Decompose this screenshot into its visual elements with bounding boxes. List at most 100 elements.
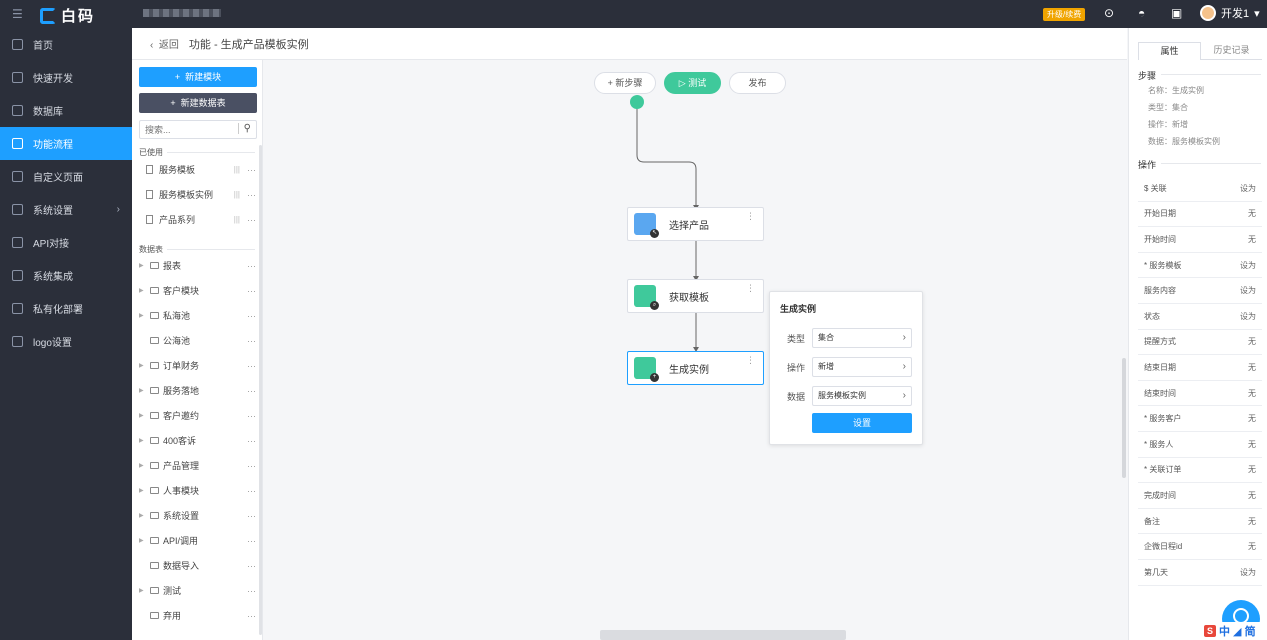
table-folder-item[interactable]: ▶客户邀约··· xyxy=(139,403,256,428)
more-icon[interactable]: ··· xyxy=(247,164,256,175)
property-row[interactable]: * 服务模板设为 xyxy=(1138,253,1262,279)
property-row[interactable]: 第几天设为 xyxy=(1138,560,1262,586)
table-folder-item[interactable]: ▶报表··· xyxy=(139,253,256,278)
table-folder-item[interactable]: ▶测试··· xyxy=(139,578,256,603)
settings-button[interactable]: 设置 xyxy=(812,413,912,433)
more-icon[interactable]: ··· xyxy=(247,260,256,271)
table-folder-item[interactable]: ▶产品管理··· xyxy=(139,453,256,478)
more-icon[interactable]: ··· xyxy=(247,485,256,496)
more-icon[interactable]: ··· xyxy=(247,360,256,371)
more-icon[interactable]: ··· xyxy=(247,460,256,471)
property-value[interactable]: 无 xyxy=(1248,465,1256,475)
table-folder-item[interactable]: ▶人事模块··· xyxy=(139,478,256,503)
flow-node-generate-instance[interactable]: + 生成实例 ⋮ xyxy=(627,351,764,385)
more-icon[interactable]: ··· xyxy=(247,310,256,321)
data-select[interactable]: 服务模板实例› xyxy=(812,386,912,406)
property-value[interactable]: 无 xyxy=(1248,362,1256,372)
document-icon[interactable]: ▣ xyxy=(1171,6,1183,20)
property-value[interactable]: 无 xyxy=(1248,388,1256,398)
horizontal-scrollbar[interactable] xyxy=(600,630,846,640)
property-row[interactable]: * 服务客户无 xyxy=(1138,406,1262,432)
more-icon[interactable]: ··· xyxy=(247,410,256,421)
property-value[interactable]: 无 xyxy=(1248,209,1256,219)
table-folder-item[interactable]: ▶客户模块··· xyxy=(139,278,256,303)
tab-properties[interactable]: 属性 xyxy=(1138,42,1201,60)
property-value[interactable]: 无 xyxy=(1248,439,1256,449)
property-value[interactable]: 无 xyxy=(1248,516,1256,526)
property-value[interactable]: 设为 xyxy=(1240,567,1256,577)
table-folder-item[interactable]: 数据导入··· xyxy=(139,553,256,578)
property-value[interactable]: 无 xyxy=(1248,234,1256,244)
module-scrollbar[interactable] xyxy=(259,145,262,635)
project-selector[interactable] xyxy=(143,9,221,17)
property-value[interactable]: 设为 xyxy=(1240,183,1256,193)
table-folder-item[interactable]: ▶订单财务··· xyxy=(139,353,256,378)
table-folder-item[interactable]: ▶系统设置··· xyxy=(139,503,256,528)
more-icon[interactable]: ··· xyxy=(247,510,256,521)
sidebar-item-6[interactable]: API对接 xyxy=(0,226,132,259)
sidebar-item-7[interactable]: 系统集成 xyxy=(0,259,132,292)
more-icon[interactable]: ··· xyxy=(247,435,256,446)
more-icon[interactable]: ⋮ xyxy=(746,355,755,365)
property-row[interactable]: 状态设为 xyxy=(1138,304,1262,330)
upgrade-button[interactable]: 升级/续费 xyxy=(1043,8,1086,21)
play-icon[interactable]: ⊙ xyxy=(1104,6,1115,20)
add-step-button[interactable]: + 新步骤 xyxy=(594,72,656,94)
new-module-button[interactable]: + 新建模块 xyxy=(139,67,257,87)
search-input[interactable] xyxy=(140,121,230,138)
more-icon[interactable]: ··· xyxy=(247,385,256,396)
type-select[interactable]: 集合› xyxy=(812,328,912,348)
sidebar-item-1[interactable]: 快速开发 xyxy=(0,61,132,94)
sidebar-item-8[interactable]: 私有化部署 xyxy=(0,292,132,325)
sidebar-item-3[interactable]: 功能流程 xyxy=(0,127,132,160)
sliders-icon[interactable]: ||| xyxy=(233,165,240,174)
property-row[interactable]: * 服务人无 xyxy=(1138,432,1262,458)
more-icon[interactable]: ··· xyxy=(247,189,256,200)
search-icon[interactable]: ⚲ xyxy=(237,123,251,134)
new-table-button[interactable]: + 新建数据表 xyxy=(139,93,257,113)
more-icon[interactable]: ⋮ xyxy=(746,211,755,221)
property-value[interactable]: 无 xyxy=(1248,414,1256,424)
more-icon[interactable]: ··· xyxy=(247,585,256,596)
sliders-icon[interactable]: ||| xyxy=(233,190,240,199)
more-icon[interactable]: ··· xyxy=(247,535,256,546)
more-icon[interactable]: ··· xyxy=(247,335,256,346)
operation-select[interactable]: 新增› xyxy=(812,357,912,377)
used-module-item[interactable]: 服务模板实例|||··· xyxy=(146,182,256,207)
property-row[interactable]: * 关联订单无 xyxy=(1138,458,1262,484)
back-button[interactable]: ‹ 返回 xyxy=(150,40,179,51)
property-value[interactable]: 设为 xyxy=(1240,311,1256,321)
flow-node-select-product[interactable]: ↖ 选择产品 ⋮ xyxy=(627,207,764,241)
more-icon[interactable]: ··· xyxy=(247,560,256,571)
property-value[interactable]: 设为 xyxy=(1240,286,1256,296)
property-row[interactable]: 提醒方式无 xyxy=(1138,330,1262,356)
table-folder-item[interactable]: ▶私海池··· xyxy=(139,303,256,328)
flow-node-get-template[interactable]: ⌕ 获取模板 ⋮ xyxy=(627,279,764,313)
publish-button[interactable]: 发布 xyxy=(729,72,786,94)
property-row[interactable]: $ 关联设为 xyxy=(1138,176,1262,202)
app-logo[interactable]: 白码 xyxy=(40,5,95,26)
sidebar-item-2[interactable]: 数据库 xyxy=(0,94,132,127)
more-icon[interactable]: ⋮ xyxy=(746,283,755,293)
property-row[interactable]: 结束时间无 xyxy=(1138,381,1262,407)
property-value[interactable]: 无 xyxy=(1248,542,1256,552)
used-module-item[interactable]: 产品系列|||··· xyxy=(146,207,256,232)
test-button[interactable]: ▷ 测试 xyxy=(664,72,721,94)
more-icon[interactable]: ··· xyxy=(247,285,256,296)
table-folder-item[interactable]: 公海池··· xyxy=(139,328,256,353)
property-row[interactable]: 结束日期无 xyxy=(1138,355,1262,381)
sidebar-item-9[interactable]: logo设置 xyxy=(0,325,132,358)
menu-toggle-icon[interactable]: ☰ xyxy=(12,7,23,21)
sidebar-item-5[interactable]: 系统设置› xyxy=(0,193,132,226)
sliders-icon[interactable]: ||| xyxy=(233,215,240,224)
table-folder-item[interactable]: ▶服务落地··· xyxy=(139,378,256,403)
table-folder-item[interactable]: ▶400客诉··· xyxy=(139,428,256,453)
more-icon[interactable]: ··· xyxy=(247,610,256,621)
property-value[interactable]: 设为 xyxy=(1240,260,1256,270)
table-folder-item[interactable]: 弃用··· xyxy=(139,603,256,628)
property-row[interactable]: 服务内容设为 xyxy=(1138,278,1262,304)
preview-eye-icon[interactable]: ◓ xyxy=(1138,6,1146,20)
flow-canvas[interactable]: + 新步骤 ▷ 测试 发布 ↖ 选择产品 ⋮ ⌕ 获取模板 ⋮ + 生成实例 ⋮… xyxy=(263,60,1127,640)
